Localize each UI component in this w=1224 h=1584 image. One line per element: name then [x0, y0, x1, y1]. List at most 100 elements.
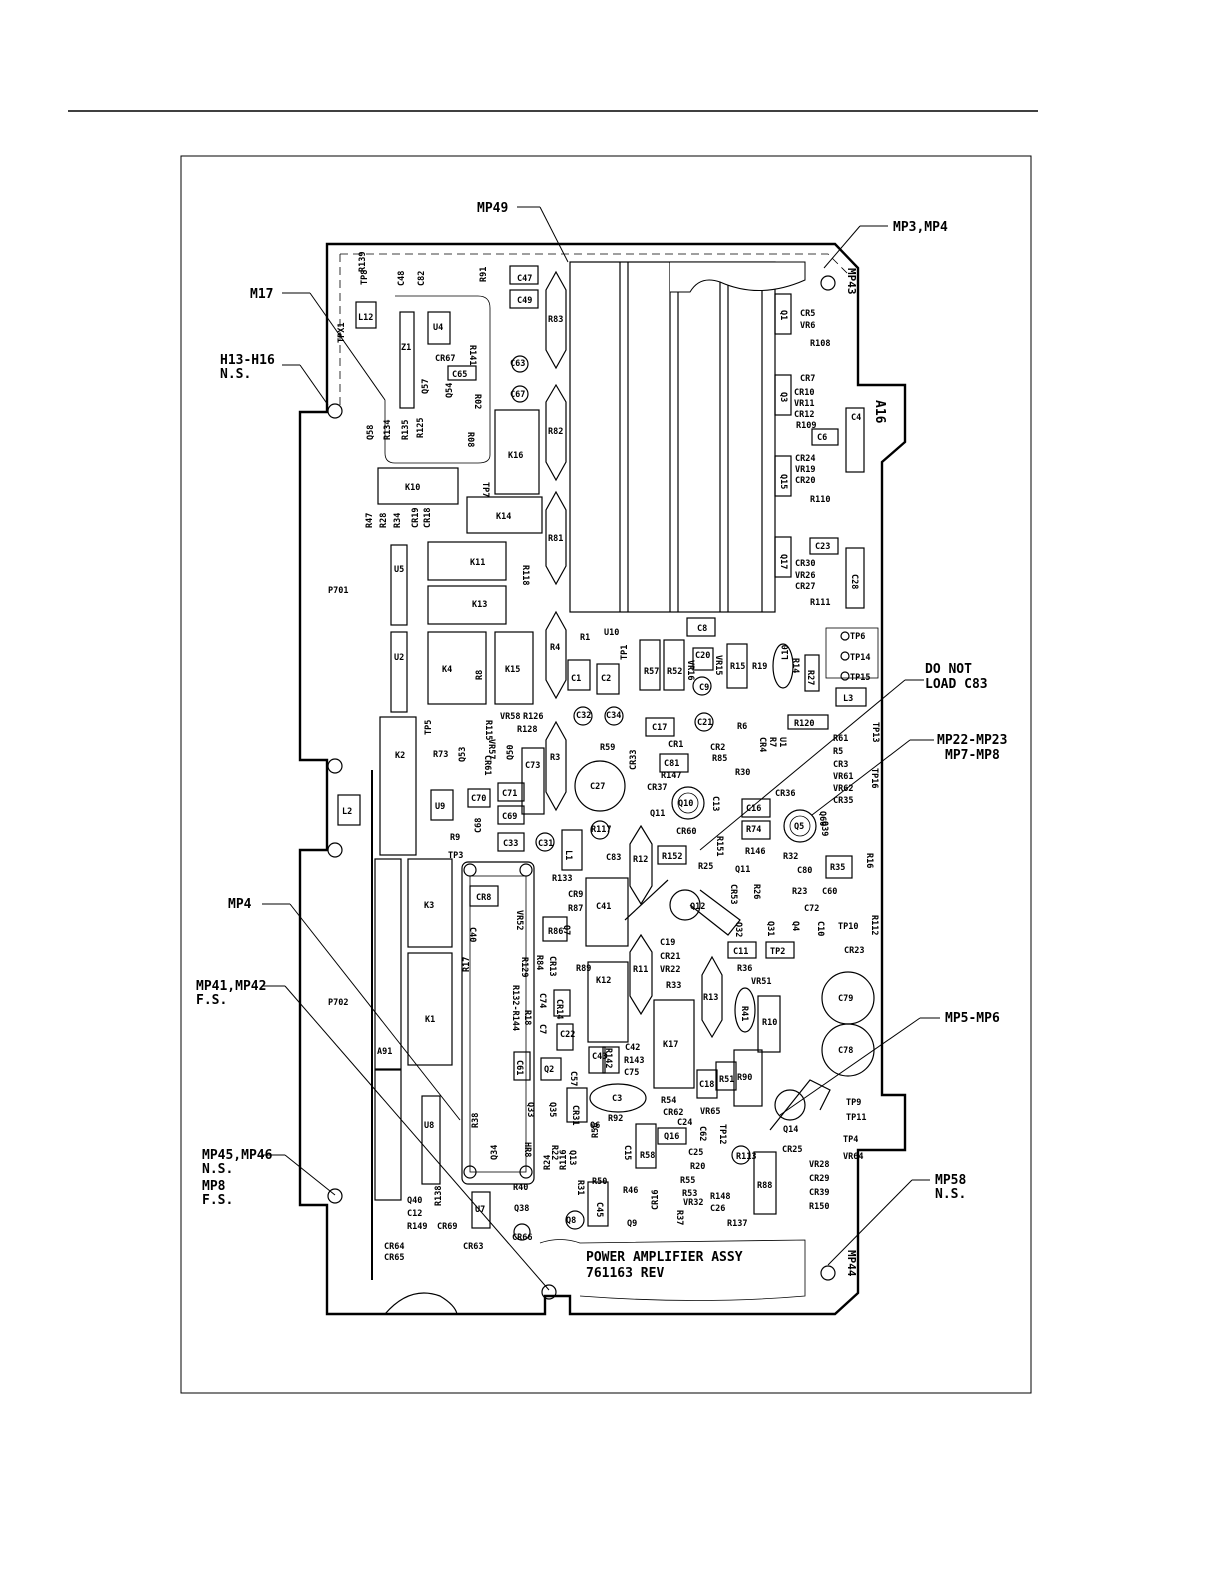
ref-designator: Q33: [525, 1102, 535, 1117]
ref-designator: U1: [777, 737, 787, 747]
ref-designator: TP11: [846, 1113, 866, 1123]
label-r82: R82: [548, 427, 563, 437]
ref-designator: CR31: [570, 1105, 580, 1125]
callout-mp41-mp42-note: F.S.: [196, 993, 227, 1008]
ref-designator: CR2: [710, 743, 725, 753]
ref-designator: Q57: [421, 379, 431, 394]
ref-designator: CR33: [629, 750, 639, 770]
edge-label-mp44: MP44: [845, 1250, 858, 1277]
ref-designator: Q15: [778, 474, 788, 489]
ref-designator: R88: [757, 1181, 772, 1191]
ref-designator: CR21: [660, 952, 680, 962]
ref-designator: R132-R144: [510, 985, 520, 1031]
ref-designator: CR61: [482, 755, 492, 775]
ref-designator: CR16: [651, 1190, 661, 1210]
callout-h13-h16-note: N.S.: [220, 367, 251, 382]
ref-designator: CR60: [676, 827, 696, 837]
ref-designator: R54: [661, 1096, 676, 1106]
ref-designator: CR53: [728, 884, 738, 904]
ref-designator: CR67: [435, 354, 455, 364]
label-r4: R4: [550, 643, 560, 653]
ref-designator: R5: [833, 747, 843, 757]
ref-designator: Q40: [407, 1196, 422, 1206]
ref-designator: R46: [623, 1186, 638, 1196]
ref-designator: CR30: [795, 559, 815, 569]
shield-outline: [384, 295, 491, 464]
ref-designator: VR32: [683, 1198, 703, 1208]
label-k4: K4: [442, 665, 452, 675]
ref-designator: C75: [624, 1068, 639, 1078]
ref-designator: R57: [644, 667, 659, 677]
ref-designator: Q6: [590, 1121, 600, 1131]
ref-designator: C19: [660, 938, 675, 948]
ref-designator: C26: [710, 1204, 725, 1214]
ref-designator: R134: [383, 420, 393, 440]
ref-designator: CR7: [800, 374, 815, 384]
callout-mp49: MP49: [477, 201, 508, 216]
ref-designator: Q1: [778, 310, 788, 320]
ref-designator: R90: [737, 1073, 752, 1083]
long-bracket: [461, 861, 535, 1185]
ref-designator: C9: [699, 683, 709, 693]
label-k2: K2: [395, 751, 405, 761]
ref-designator: TP2: [770, 947, 785, 957]
ref-designator: C24: [677, 1118, 692, 1128]
callout-mp7-mp8: MP7-MP8: [945, 748, 1000, 763]
ref-designator: C74: [537, 993, 547, 1008]
callout-mp3-mp4: MP3,MP4: [893, 220, 948, 235]
ref-designator: R148: [710, 1192, 730, 1202]
ref-designator: C32: [576, 711, 591, 721]
ref-designator: Q53: [458, 747, 468, 762]
ref-designator: CR14: [554, 999, 564, 1019]
heatsink-transistors: [774, 293, 792, 578]
ref-designator: C80: [797, 866, 812, 876]
callouts: MP49 MP3,MP4 M17 H13-H16 N.S. DO NOT LOA…: [196, 201, 1007, 1208]
ref-designator: VR62: [833, 784, 853, 794]
ref-designator: TP5: [424, 720, 434, 735]
ref-designator: R08: [465, 432, 475, 447]
ref-designator: Q16: [664, 1132, 679, 1142]
ref-designator: R6: [737, 722, 747, 732]
label-c79: C79: [838, 994, 853, 1004]
ref-designator: CR19: [411, 508, 421, 528]
ref-designator: TP12: [717, 1124, 727, 1144]
ref-designator: C67: [510, 390, 525, 400]
ref-designator: C25: [688, 1148, 703, 1158]
ref-designator: R110: [810, 495, 830, 505]
ref-designator: CR1: [668, 740, 683, 750]
ref-designator: C82: [417, 271, 427, 286]
ref-designator: R84: [534, 955, 544, 970]
ref-designator: CR4: [757, 737, 767, 752]
label-u8: U8: [424, 1121, 434, 1131]
ref-designator: C18: [699, 1080, 714, 1090]
ref-designator: C17: [652, 723, 667, 733]
ref-designator: R34: [393, 513, 403, 528]
ref-designator: R126: [523, 712, 543, 722]
ref-designator: VR64: [843, 1152, 863, 1162]
ref-designator: CR29: [809, 1174, 829, 1184]
small-components: [337, 265, 879, 1227]
ref-designator: VR22: [660, 965, 680, 975]
label-c27: C27: [590, 782, 605, 792]
ref-designator: VR65: [700, 1107, 720, 1117]
ref-designator: TPX1: [337, 323, 347, 343]
ref-designator: R111: [810, 598, 830, 608]
ref-designator: CR36: [775, 789, 795, 799]
ref-designator: R41: [739, 1006, 749, 1021]
ref-designator: C69: [502, 812, 517, 822]
ref-designator: R120: [794, 719, 814, 729]
ref-designator: C72: [804, 904, 819, 914]
ref-designator: Q34: [490, 1145, 500, 1160]
ref-designator: C10: [815, 921, 825, 936]
callout-mp45-mp46: MP45,MP46: [202, 1148, 273, 1163]
ref-designator: Q9: [627, 1219, 637, 1229]
ref-designator: R47: [365, 513, 375, 528]
ref-designator: U10: [604, 628, 619, 638]
ref-designator: R23: [792, 887, 807, 897]
ref-designator: R50: [592, 1177, 607, 1187]
ref-designator: C68: [474, 818, 484, 833]
label-u9: U9: [435, 802, 445, 812]
ref-designator: R24: [543, 1155, 553, 1170]
ref-designator: TP3: [448, 851, 463, 861]
board-title-line2: 761163 REV: [586, 1266, 664, 1281]
